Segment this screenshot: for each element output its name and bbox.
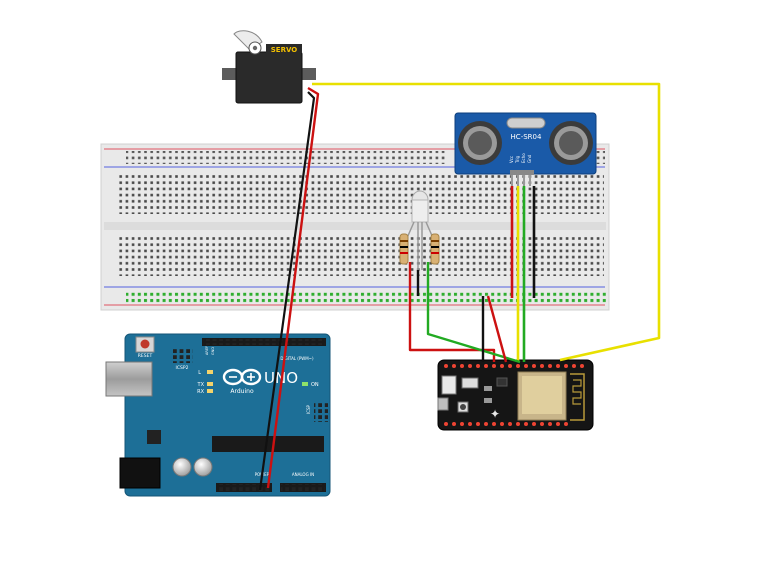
arduino-brand-label: Arduino xyxy=(230,388,254,395)
digital-label: DIGITAL (PWM~) xyxy=(280,356,314,361)
servo-motor: SERVO xyxy=(222,30,316,104)
hc-sr04-sensor: HC-SR04 Vcc Trig Echo Gnd xyxy=(454,112,597,186)
rx-label: RX xyxy=(197,389,204,395)
sensor-pin-trig: Trig xyxy=(515,155,520,164)
wire-yellow-servo-signal xyxy=(312,82,661,362)
feather-esp8266-board: ✦ xyxy=(437,359,594,431)
led-l-label: L xyxy=(198,370,201,376)
capacitor-2 xyxy=(193,457,213,477)
adafruit-star-icon: ✦ xyxy=(490,407,500,421)
on-label: ON xyxy=(311,382,319,388)
arduino-uno-board: RESET ICSP2 DIGITAL (PWM~) AREF GND L TX… xyxy=(105,333,331,497)
capacitor-1 xyxy=(172,457,192,477)
wires xyxy=(258,82,661,491)
aref-label: AREF xyxy=(205,346,209,355)
reset-label: RESET xyxy=(138,353,153,359)
wire-red-power xyxy=(486,295,508,363)
wire-green-led xyxy=(426,262,521,364)
wire-red-servo-power xyxy=(266,86,320,489)
sensor-pin-echo: Echo xyxy=(521,153,526,163)
rgb-led xyxy=(406,190,434,240)
resistor-2 xyxy=(430,233,440,265)
sensor-pin-vcc: Vcc xyxy=(509,156,514,163)
tx-label: TX xyxy=(197,382,205,388)
gnd-label: GND xyxy=(211,347,215,355)
servo-label: SERVO xyxy=(271,46,298,54)
feather-top-pins xyxy=(444,364,584,368)
wire-black-servo-ground xyxy=(258,91,316,491)
icsp-label: ICSP xyxy=(306,404,311,414)
icsp2-label: ICSP2 xyxy=(176,365,189,371)
feather-bottom-pins xyxy=(444,422,568,426)
sensor-pin-gnd: Gnd xyxy=(527,154,532,163)
analog-label: ANALOG IN xyxy=(292,472,314,477)
resistor-1 xyxy=(399,233,409,265)
sensor-label: HC-SR04 xyxy=(511,133,542,141)
wire-red-led xyxy=(408,262,496,362)
arduino-logo-icon xyxy=(222,368,262,386)
